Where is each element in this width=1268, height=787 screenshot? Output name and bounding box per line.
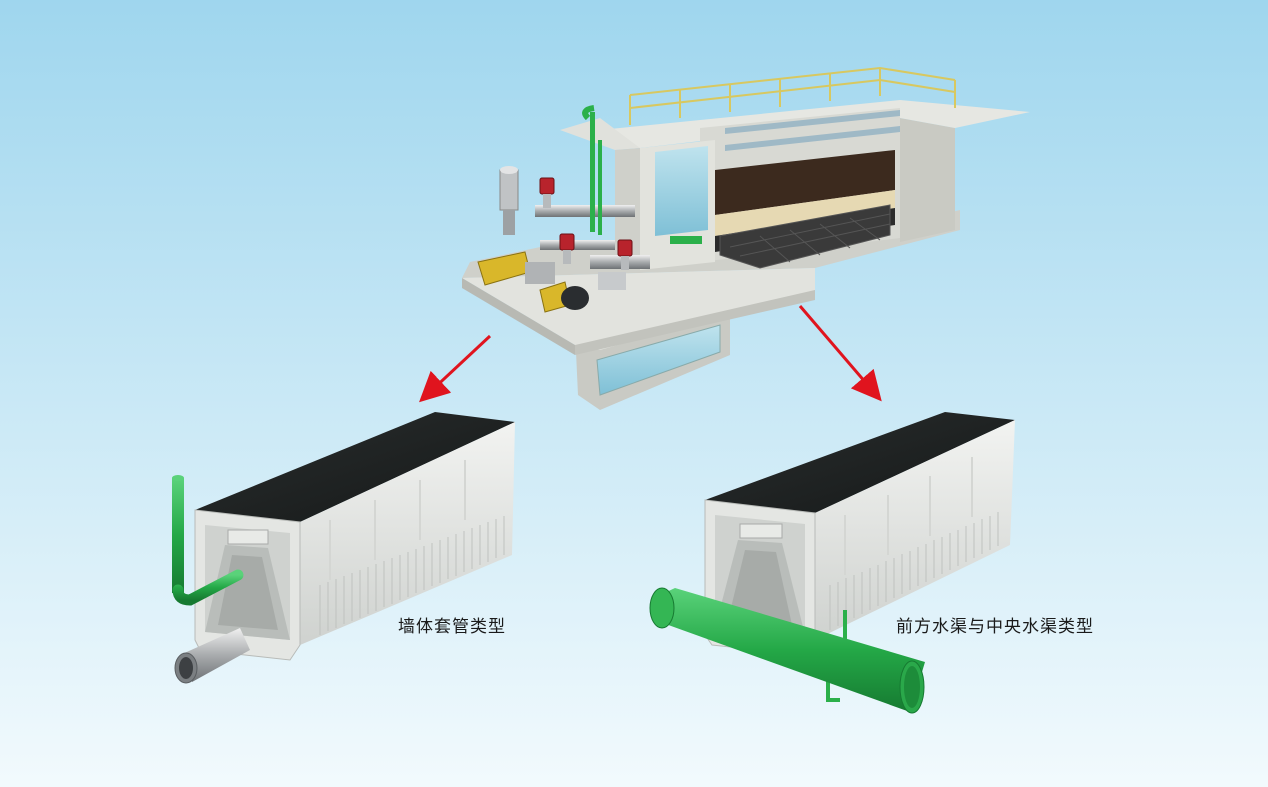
- arrow-right: [798, 305, 882, 402]
- channel-underdrain-block: [649, 412, 1015, 714]
- arrow-left: [419, 334, 492, 403]
- channel-type-caption: 前方水渠与中央水渠类型: [896, 617, 1094, 637]
- wall-sleeve-type-caption: 墙体套管类型: [398, 617, 506, 637]
- wall-sleeve-underdrain-block: [172, 412, 515, 684]
- filter-plant-illustration: [462, 66, 1030, 410]
